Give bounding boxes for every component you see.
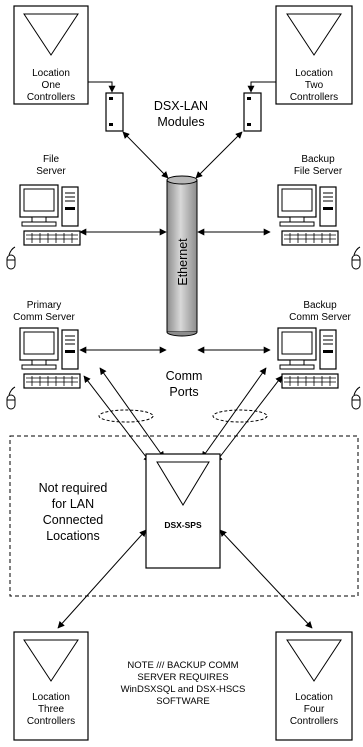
location-three-line1: Location	[32, 692, 70, 703]
primary-comm-server-label-line1: Primary	[27, 300, 61, 311]
arrow-module-right-ethernet	[195, 131, 243, 179]
location-three-line3: Controllers	[27, 716, 75, 727]
arrow-module-left-ethernet	[122, 131, 169, 179]
comm-port-ellipse-left	[98, 409, 154, 423]
location-one-line1: Location	[32, 68, 70, 79]
location-three-controllers-box: Location Three Controllers	[13, 631, 89, 741]
arrow-backup-comm-sps-2	[201, 367, 267, 459]
not-required-line3: Connected	[43, 513, 104, 527]
backup-comm-server-computer	[277, 327, 361, 410]
comm-ports-label-line1: Comm	[166, 369, 203, 383]
backup-comm-server-label-line2: Comm Server	[289, 312, 351, 323]
location-one-line2: One	[42, 80, 61, 91]
ethernet-label: Ethernet	[176, 238, 190, 286]
dsx-sps-unit: DSX-SPS	[145, 453, 221, 569]
note-line2: SERVER REQUIRES	[137, 672, 228, 683]
location-four-line3: Controllers	[290, 716, 338, 727]
comm-port-ellipse-right	[212, 409, 268, 423]
location-two-line2: Two	[305, 80, 324, 91]
not-required-line4: Locations	[46, 529, 100, 543]
backup-file-server-label-line2: File Server	[294, 166, 343, 177]
comm-ports-label-line2: Ports	[169, 385, 198, 399]
backup-file-server-label-line1: Backup	[301, 154, 335, 165]
dsx-lan-label-line1: DSX-LAN	[154, 99, 208, 113]
arrow-sps-location-four	[219, 529, 313, 629]
location-two-controllers-box: Location Two Controllers	[275, 5, 353, 105]
arrow-sps-location-three	[57, 529, 147, 629]
location-three-line2: Three	[38, 704, 65, 715]
ethernet-backbone: Ethernet	[166, 175, 198, 337]
location-one-controllers-box: Location One Controllers	[13, 5, 89, 105]
primary-comm-server-computer	[6, 327, 81, 410]
not-required-line1: Not required	[39, 481, 108, 495]
primary-comm-server-label-line2: Comm Server	[13, 312, 75, 323]
file-server-computer	[6, 184, 81, 270]
location-four-line2: Four	[304, 704, 325, 715]
optional-region-dashed	[9, 435, 359, 597]
dsx-lan-label-line2: Modules	[157, 115, 204, 129]
backup-file-server-computer	[277, 184, 361, 270]
arrow-primary-comm-sps-2	[99, 367, 165, 459]
arrow-backup-comm-sps-1	[215, 375, 283, 463]
file-server-label-line1: File	[43, 154, 60, 165]
location-four-controllers-box: Location Four Controllers	[275, 631, 353, 741]
arrow-primary-comm-sps-1	[83, 375, 151, 463]
dsx-sps-label: DSX-SPS	[164, 520, 202, 530]
connector-loc2-module	[247, 81, 276, 93]
connector-loc1-module	[88, 81, 116, 93]
note-line1: NOTE /// BACKUP COMM	[127, 660, 238, 671]
note-line3: WinDSXSQL and DSX-HSCS	[121, 684, 246, 695]
dsx-lan-module-right	[243, 92, 262, 132]
not-required-line2: for LAN	[52, 497, 94, 511]
dsx-lan-module-left	[105, 92, 124, 132]
backup-comm-server-label-line1: Backup	[303, 300, 337, 311]
file-server-label-line2: Server	[36, 166, 66, 177]
location-four-line1: Location	[295, 692, 333, 703]
location-two-line1: Location	[295, 68, 333, 79]
location-one-line3: Controllers	[27, 92, 75, 103]
note-line4: SOFTWARE	[156, 696, 209, 707]
location-two-line3: Controllers	[290, 92, 338, 103]
